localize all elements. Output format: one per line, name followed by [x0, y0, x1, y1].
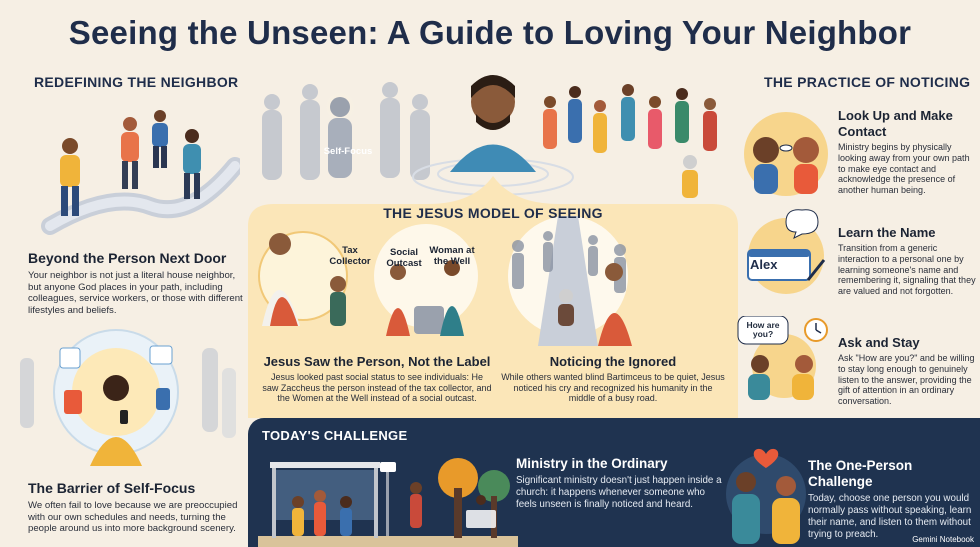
card-body: Significant ministry doesn't just happen…: [516, 475, 722, 510]
label-tax-collector: Tax Collector: [329, 245, 371, 267]
card-body: Today, choose one person you would norma…: [808, 493, 972, 540]
how-are-you-bubble: How are you?: [746, 320, 780, 339]
card-body: Ministry begins by physically looking aw…: [838, 142, 970, 196]
practice-item-look-up: Look Up and Make Contact Ministry begins…: [838, 108, 976, 196]
crowd-jesus-illustration: [262, 75, 717, 198]
card-noticing-ignored: Noticing the Ignored While others wanted…: [500, 354, 726, 404]
card-title: The One-Person Challenge: [808, 458, 913, 489]
card-body: We often fail to love because we are pre…: [28, 500, 238, 534]
card-title: The Barrier of Self-Focus: [28, 480, 196, 496]
section-heading-redefining: REDEFINING THE NEIGHBOR: [34, 74, 239, 90]
label-social-outcast: Social Outcast: [386, 247, 422, 269]
practice-item-ask-stay: Ask and Stay Ask "How are you?" and be w…: [838, 335, 976, 407]
card-title: Beyond the Person Next Door: [28, 250, 227, 266]
card-body: Transition from a generic interaction to…: [838, 243, 976, 297]
section-heading-jesus-model: THE JESUS MODEL OF SEEING: [383, 205, 603, 221]
card-body: While others wanted blind Bartimceus to …: [501, 372, 725, 403]
card-barrier-self-focus: The Barrier of Self-Focus We often fail …: [28, 480, 243, 535]
conversation-illustration: [737, 316, 828, 400]
todays-challenge-panel: TODAY'S CHALLENGE Ministry in the Ordina…: [248, 418, 980, 547]
two-people-heart-illustration: [726, 448, 806, 544]
card-beyond-neighbor: Beyond the Person Next Door Your neighbo…: [28, 250, 248, 316]
name-card-text: Alex: [750, 257, 778, 272]
jesus-model-panel-bg: [248, 176, 738, 418]
card-title: Jesus Saw the Person, Not the Label: [263, 354, 491, 369]
card-body: Ask "How are you?" and be willing to sta…: [838, 353, 975, 407]
card-title: Learn the Name: [838, 225, 936, 240]
card-title: Ministry in the Ordinary: [516, 456, 668, 471]
challenge-heading: TODAY'S CHALLENGE: [262, 428, 408, 443]
card-title: Noticing the Ignored: [549, 354, 677, 369]
self-focus-label: Self-Focus: [323, 146, 373, 157]
card-jesus-saw-person: Jesus Saw the Person, Not the Label Jesu…: [262, 354, 492, 404]
card-title: Look Up and Make Contact: [838, 108, 953, 139]
label-woman-at-well: Woman at the Well: [429, 245, 475, 267]
practice-item-learn-name: Learn the Name Transition from a generic…: [838, 225, 976, 297]
card-one-person-challenge: The One-Person Challenge Today, choose o…: [808, 458, 974, 541]
card-title: Ask and Stay: [838, 335, 920, 350]
card-ministry-ordinary: Ministry in the Ordinary Significant min…: [516, 456, 726, 511]
walking-people-illustration: [41, 110, 240, 235]
card-body: Jesus looked past social status to see i…: [262, 372, 492, 403]
self-focus-phone-illustration: [20, 329, 236, 466]
card-body: Your neighbor is not just a literal hous…: [28, 270, 243, 316]
name-card-illustration: [747, 209, 826, 294]
section-heading-practice: THE PRACTICE OF NOTICING: [764, 74, 971, 90]
gemini-notebook-badge: Gemini Notebook: [912, 535, 974, 544]
eye-contact-illustration: [744, 112, 828, 196]
bus-stop-illustration: [258, 458, 518, 547]
page-title: Seeing the Unseen: A Guide to Loving You…: [68, 14, 912, 51]
